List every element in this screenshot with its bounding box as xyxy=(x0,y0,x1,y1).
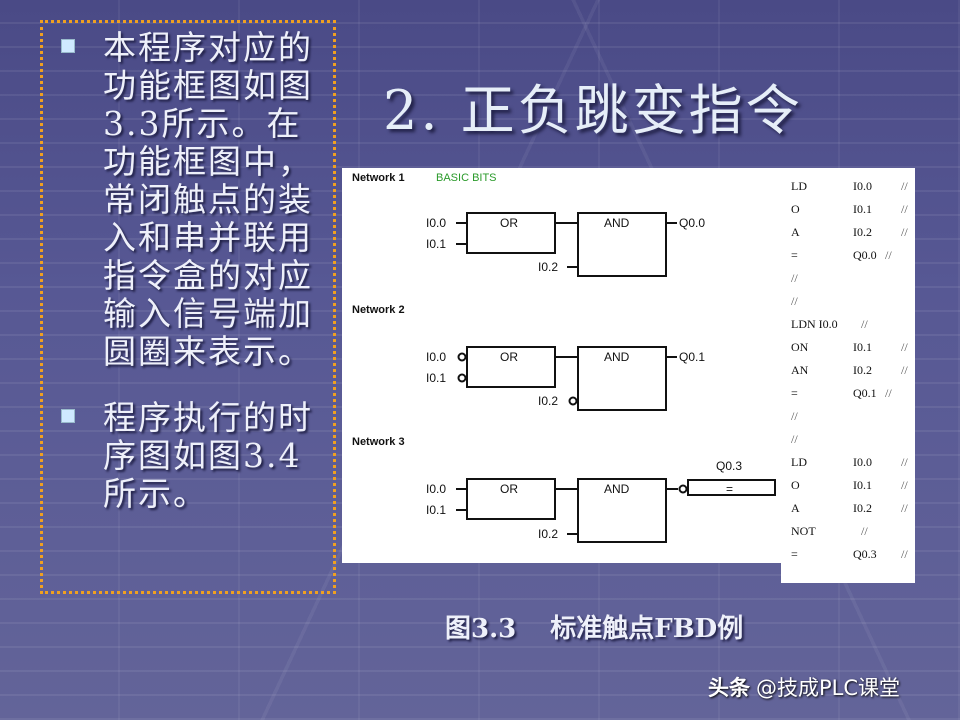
square-bullet-icon xyxy=(61,39,75,53)
input-label: I0.1 xyxy=(426,503,446,517)
watermark-source: 头条 xyxy=(708,676,750,700)
bullet-item-1: 本程序对应的功能框图如图3.3所示。在功能框图中，常闭触点的装入和串并联用指令盒… xyxy=(57,29,327,371)
figure-title: 标准触点FBD例 xyxy=(550,614,744,644)
or-block-label: OR xyxy=(500,482,518,496)
output-label: Q0.0 xyxy=(679,216,705,230)
stl-line: // xyxy=(791,271,798,285)
stl-line: LDN I0.0// xyxy=(791,317,868,331)
and-block-label: AND xyxy=(604,350,630,364)
bullet-text: 本程序对应的功能框图如图3.3所示。在功能框图中，常闭触点的装入和串并联用指令盒… xyxy=(103,28,313,371)
input-label: I0.0 xyxy=(426,482,446,496)
network-2-label: Network 2 xyxy=(352,304,405,316)
output-label: Q0.1 xyxy=(679,350,705,364)
network-3-label: Network 3 xyxy=(352,436,405,448)
stl-line: NOT// xyxy=(791,524,868,538)
watermark: 头条@技成PLC课堂 xyxy=(708,672,900,702)
square-bullet-icon xyxy=(61,409,75,423)
and-block-label: AND xyxy=(604,216,630,230)
or-block-label: OR xyxy=(500,350,518,364)
input-label: I0.1 xyxy=(426,237,446,251)
and-block-label: AND xyxy=(604,482,630,496)
bullet-text-box: 本程序对应的功能框图如图3.3所示。在功能框图中，常闭触点的装入和串并联用指令盒… xyxy=(40,20,336,594)
stl-line: =Q0.0// xyxy=(791,248,892,262)
fbd-labels: OR AND I0.0 I0.1 I0.2 Q0.0 OR AND I0.0 I… xyxy=(426,216,742,541)
or-block-label: OR xyxy=(500,216,518,230)
input-label: I0.0 xyxy=(426,216,446,230)
stl-line: =Q0.1// xyxy=(791,386,892,400)
stl-line: // xyxy=(791,432,798,446)
stl-line: // xyxy=(791,409,798,423)
bullet-item-2: 程序执行的时序图如图3.4所示。 xyxy=(57,399,327,513)
input-label: I0.2 xyxy=(538,260,558,274)
network-1-comment: BASIC BITS xyxy=(436,172,497,184)
figure-caption: 图3.3 标准触点FBD例 xyxy=(445,608,743,645)
assign-block-label: = xyxy=(726,482,733,496)
watermark-handle: @技成PLC课堂 xyxy=(756,676,901,700)
output-label: Q0.3 xyxy=(716,459,742,473)
stl-line: // xyxy=(791,294,798,308)
input-label: I0.0 xyxy=(426,350,446,364)
stl-line: =Q0.3// xyxy=(791,547,908,561)
bullet-text: 程序执行的时序图如图3.4所示。 xyxy=(103,398,313,513)
figure-number: 图3.3 xyxy=(445,614,517,644)
fbd-wiring xyxy=(456,212,776,543)
input-label: I0.1 xyxy=(426,371,446,385)
input-label: I0.2 xyxy=(538,527,558,541)
input-label: I0.2 xyxy=(538,394,558,408)
network-1-label: Network 1 xyxy=(352,172,405,184)
fbd-diagram: Network 1 BASIC BITS xyxy=(342,168,781,563)
slide-title: 2. 正负跳变指令 xyxy=(383,79,803,142)
